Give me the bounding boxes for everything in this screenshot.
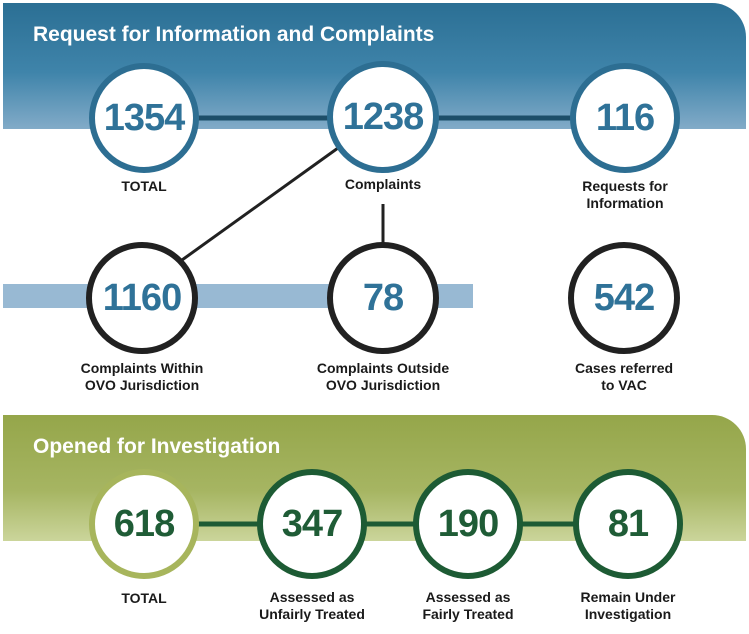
outside-jurisdiction-label-line1: Complaints Outside <box>316 360 450 376</box>
complaints-circle: 1238 <box>327 61 439 173</box>
connector-complaints-within <box>181 146 339 262</box>
outside-jurisdiction-label-line2: OVO Jurisdiction <box>325 377 441 393</box>
investigation-total-label: TOTAL <box>121 590 167 606</box>
within-jurisdiction-label-line1: Complaints Within <box>80 360 204 376</box>
unfairly-treated-circle: 347 <box>257 469 367 579</box>
under-investigation-circle: 81 <box>573 469 683 579</box>
under-investigation-label-line1: Remain Under <box>580 589 676 605</box>
requests-section-title: Request for Information and Complaints <box>33 23 435 46</box>
unfairly-treated-label-line2: Unfairly Treated <box>259 606 365 622</box>
fairly-treated-circle: 190 <box>413 469 523 579</box>
requests-info-label-line2: Information <box>586 195 664 211</box>
fairly-treated-label-line2: Fairly Treated <box>422 606 514 622</box>
under-investigation-label: Remain Under Investigation <box>553 589 703 623</box>
outside-jurisdiction-value: 78 <box>362 276 404 319</box>
total-requests-value: 1354 <box>103 96 186 139</box>
within-jurisdiction-circle: 1160 <box>86 242 198 354</box>
unfairly-treated-label: Assessed as Unfairly Treated <box>232 589 392 623</box>
fairly-treated-value: 190 <box>437 502 499 545</box>
within-jurisdiction-label: Complaints Within OVO Jurisdiction <box>57 360 227 394</box>
investigation-total-circle: 618 <box>89 469 199 579</box>
referred-vac-label: Cases referred to VAC <box>549 360 699 394</box>
fairly-treated-label-line1: Assessed as <box>425 589 511 605</box>
complaints-value: 1238 <box>342 95 425 138</box>
requests-info-value: 116 <box>595 96 655 139</box>
within-jurisdiction-value: 1160 <box>102 276 182 319</box>
within-jurisdiction-label-line2: OVO Jurisdiction <box>84 377 200 393</box>
investigation-total-value: 618 <box>113 502 175 545</box>
unfairly-treated-value: 347 <box>281 502 343 545</box>
total-requests-label: TOTAL <box>121 178 167 194</box>
unfairly-treated-label-line1: Assessed as <box>269 589 355 605</box>
complaints-label: Complaints <box>344 176 422 192</box>
referred-vac-circle: 542 <box>568 242 680 354</box>
under-investigation-label-line2: Investigation <box>584 606 672 622</box>
total-requests-circle: 1354 <box>89 63 199 173</box>
requests-info-circle: 116 <box>570 63 680 173</box>
requests-info-label-line1: Requests for <box>582 178 668 194</box>
outside-jurisdiction-circle: 78 <box>327 242 439 354</box>
referred-vac-label-line2: to VAC <box>601 377 647 393</box>
outside-jurisdiction-label: Complaints Outside OVO Jurisdiction <box>298 360 468 394</box>
investigation-section-title: Opened for Investigation <box>33 435 281 458</box>
under-investigation-value: 81 <box>607 502 649 545</box>
referred-vac-value: 542 <box>593 276 655 319</box>
fairly-treated-label: Assessed as Fairly Treated <box>393 589 543 623</box>
requests-info-label: Requests for Information <box>555 178 695 212</box>
referred-vac-label-line1: Cases referred <box>574 360 674 376</box>
